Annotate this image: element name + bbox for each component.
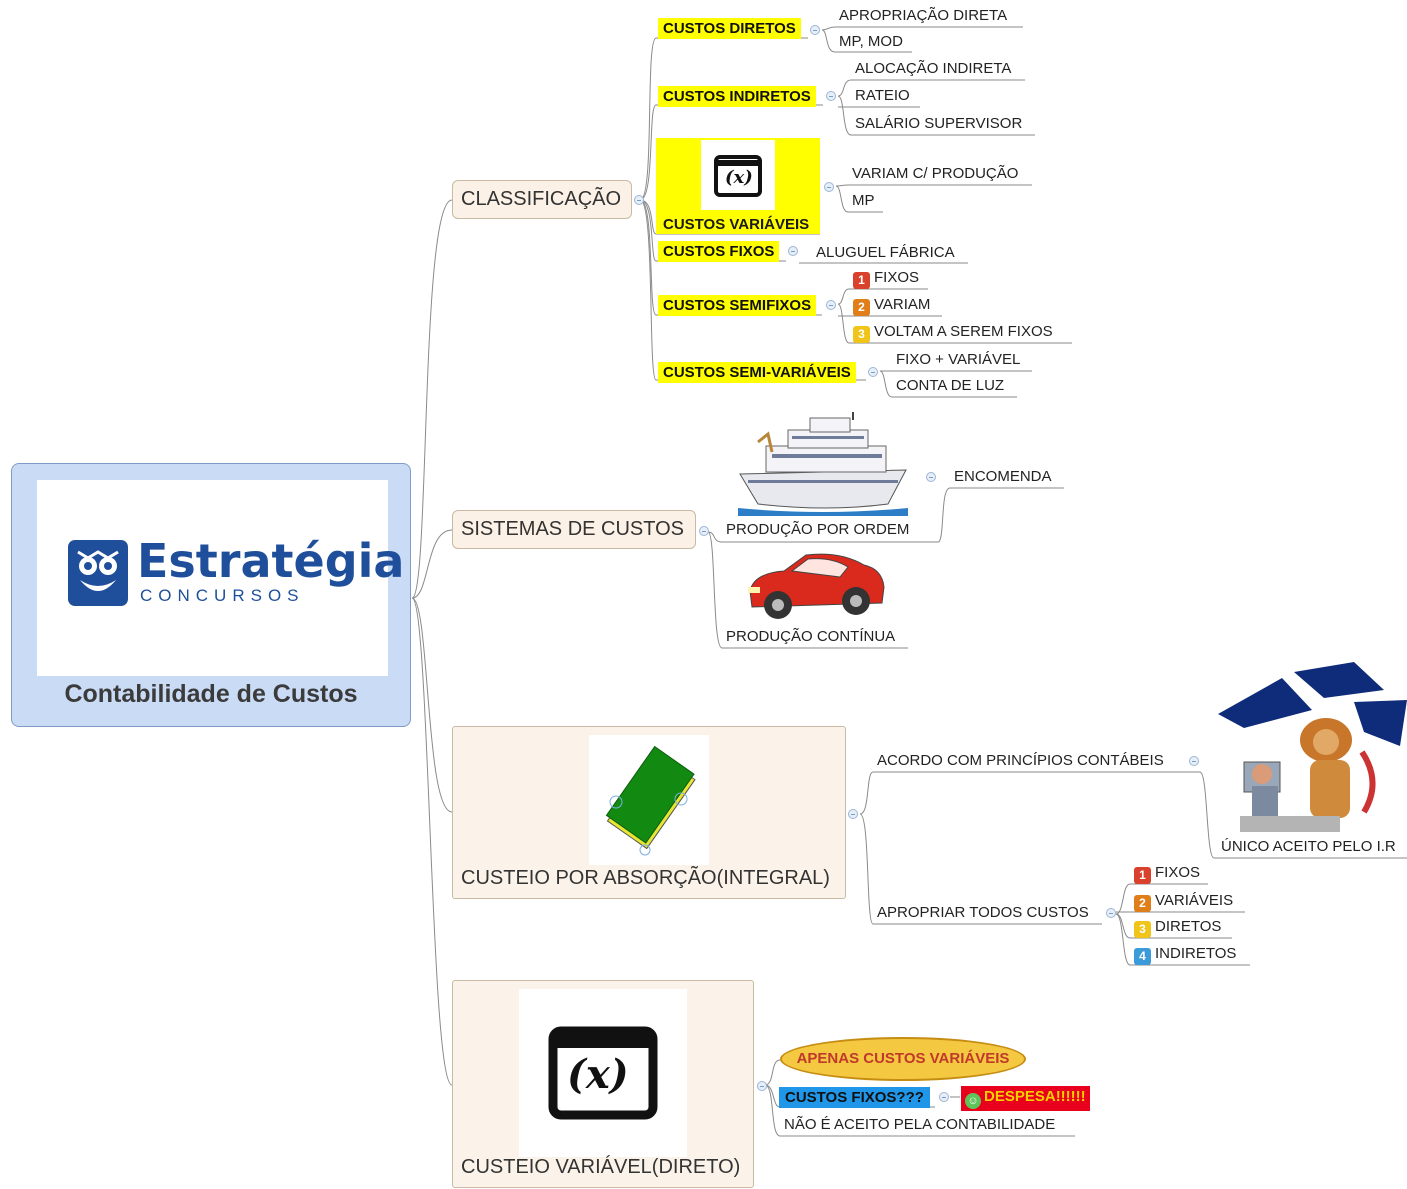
topic-sistemas-de-custos[interactable]: SISTEMAS DE CUSTOS — [452, 510, 696, 549]
collapse-icon[interactable] — [1106, 908, 1116, 918]
leaf-rateio[interactable]: RATEIO — [855, 87, 910, 104]
formula-icon — [714, 155, 762, 197]
leaf-fixo-variavel[interactable]: FIXO + VARIÁVEL — [896, 351, 1021, 368]
central-topic[interactable]: Estratégia CONCURSOS Contabilidade de Cu… — [11, 463, 411, 727]
topic-label: SISTEMAS DE CUSTOS — [461, 518, 685, 540]
leaf-text: FIXOS — [874, 269, 920, 286]
priority-1-icon: 1 — [1134, 867, 1151, 884]
leaf-alocacao-indireta[interactable]: ALOCAÇÃO INDIRETA — [855, 60, 1012, 77]
leaf-text: VARIAM — [874, 296, 931, 313]
owl-logo-icon — [68, 540, 128, 606]
collapse-icon[interactable] — [926, 472, 936, 482]
collapse-icon[interactable] — [634, 195, 644, 205]
leaf-variam-producao[interactable]: VARIAM C/ PRODUÇÃO — [852, 165, 1019, 182]
node-producao-continua[interactable]: PRODUÇÃO CONTÍNUA — [726, 628, 896, 645]
custos-variaveis-label: CUSTOS VARIÁVEIS — [663, 216, 810, 233]
node-acordo-principios[interactable]: ACORDO COM PRINCÍPIOS CONTÁBEIS — [877, 752, 1164, 769]
ship-icon — [738, 412, 908, 516]
node-custos-semifixos[interactable]: CUSTOS SEMIFIXOS — [658, 295, 817, 316]
node-custos-diretos[interactable]: CUSTOS DIRETOS — [658, 18, 801, 39]
priority-2-icon: 2 — [853, 299, 870, 316]
node-producao-por-ordem[interactable]: PRODUÇÃO POR ORDEM — [726, 521, 910, 538]
book-icon — [605, 745, 696, 856]
node-label: APENAS CUSTOS VARIÁVEIS — [796, 1050, 1010, 1067]
leaf-aluguel-fabrica[interactable]: ALUGUEL FÁBRICA — [816, 244, 955, 261]
collapse-icon[interactable] — [824, 182, 834, 192]
priority-2-icon: 2 — [1134, 895, 1151, 912]
leaf-encomenda[interactable]: ENCOMENDA — [954, 468, 1052, 485]
node-apropriar-todos-custos[interactable]: APROPRIAR TODOS CUSTOS — [877, 904, 1089, 921]
leaf-text: INDIRETOS — [1155, 945, 1237, 962]
central-title: Contabilidade de Custos — [64, 680, 358, 708]
brand-subtitle: CONCURSOS — [140, 586, 305, 605]
smiley-icon: ☺ — [965, 1093, 981, 1109]
priority-3-icon: 3 — [853, 326, 870, 343]
collapse-icon[interactable] — [868, 367, 878, 377]
topic-custeio-variavel[interactable]: (x) CUSTEIO VARIÁVEL(DIRETO) — [452, 980, 754, 1188]
leaf-mp[interactable]: MP — [852, 192, 875, 209]
leaf-text: FIXOS — [1155, 864, 1201, 881]
leaf-text: DIRETOS — [1155, 918, 1222, 935]
collapse-icon[interactable] — [826, 300, 836, 310]
leaf-nao-aceito-contabilidade[interactable]: NÃO É ACEITO PELA CONTABILIDADE — [784, 1116, 1056, 1133]
brand-name: Estratégia — [137, 534, 405, 588]
formula-text: (x) — [567, 1051, 629, 1098]
formula-text: (x) — [725, 167, 753, 188]
node-custos-indiretos[interactable]: CUSTOS INDIRETOS — [658, 86, 816, 107]
topic-custeio-absorcao[interactable]: CUSTEIO POR ABSORÇÃO(INTEGRAL) — [452, 726, 846, 899]
formula-image: (x) — [519, 989, 687, 1157]
collapse-icon[interactable] — [788, 246, 798, 256]
node-custos-fixos-question[interactable]: CUSTOS FIXOS??? — [779, 1087, 930, 1108]
collapse-icon[interactable] — [826, 91, 836, 101]
leaf-text: VOLTAM A SEREM FIXOS — [874, 323, 1053, 340]
node-despesa[interactable]: ☺DESPESA!!!!!! — [961, 1086, 1090, 1111]
collapse-icon[interactable] — [939, 1092, 949, 1102]
leaf-mp-mod[interactable]: MP, MOD — [839, 33, 903, 50]
leaf-conta-de-luz[interactable]: CONTA DE LUZ — [896, 377, 1005, 394]
formula-image: (x) — [701, 140, 775, 210]
node-apenas-custos-variaveis[interactable]: APENAS CUSTOS VARIÁVEIS — [780, 1037, 1026, 1081]
topic-label: CLASSIFICAÇÃO — [461, 188, 622, 210]
topic-label: CUSTEIO VARIÁVEL(DIRETO) — [461, 1156, 741, 1178]
node-label: DESPESA!!!!!! — [984, 1088, 1086, 1105]
leaf-salario-supervisor[interactable]: SALÁRIO SUPERVISOR — [855, 115, 1023, 132]
topic-classificacao[interactable]: CLASSIFICAÇÃO — [452, 180, 632, 219]
collapse-icon[interactable] — [757, 1081, 767, 1091]
node-custos-semi-variaveis[interactable]: CUSTOS SEMI-VARIÁVEIS — [658, 362, 856, 383]
book-image — [589, 735, 709, 865]
receita-federal-lion-icon — [1218, 662, 1407, 832]
leaf-apropriacao-direta[interactable]: APROPRIAÇÃO DIRETA — [839, 7, 1008, 24]
car-icon — [748, 553, 885, 619]
leaf-unico-aceito-ir[interactable]: ÚNICO ACEITO PELO I.R — [1221, 838, 1396, 855]
collapse-icon[interactable] — [810, 25, 820, 35]
leaf-text: VARIÁVEIS — [1155, 892, 1234, 909]
collapse-icon[interactable] — [848, 809, 858, 819]
node-custos-variaveis[interactable]: (x) CUSTOS VARIÁVEIS — [656, 138, 820, 234]
priority-4-icon: 4 — [1134, 948, 1151, 965]
priority-1-icon: 1 — [853, 272, 870, 289]
topic-label: CUSTEIO POR ABSORÇÃO(INTEGRAL) — [461, 867, 830, 889]
node-custos-fixos[interactable]: CUSTOS FIXOS — [658, 241, 780, 262]
collapse-icon[interactable] — [699, 526, 709, 536]
priority-3-icon: 3 — [1134, 921, 1151, 938]
formula-icon — [548, 1026, 658, 1120]
collapse-icon[interactable] — [1189, 756, 1199, 766]
logo-box: Estratégia CONCURSOS — [37, 480, 404, 676]
